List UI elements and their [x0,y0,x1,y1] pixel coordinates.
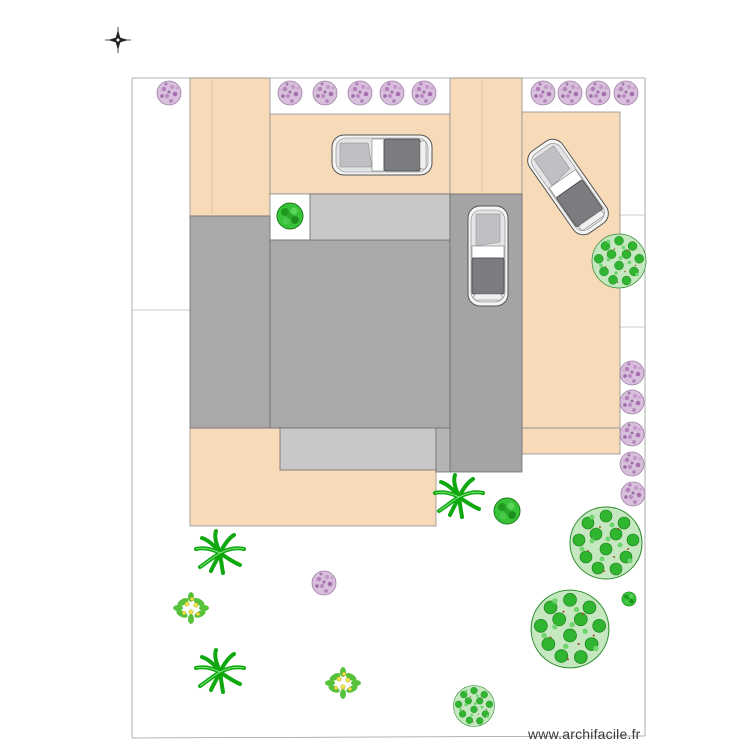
roof-south-step [435,427,451,473]
round-shrub-icon [613,80,639,106]
flowering-bush-icon [172,591,210,625]
north-compass-icon [105,27,131,53]
terrace-east-south [521,427,621,455]
round-shrub-icon [379,80,405,106]
round-shrub-icon [621,591,637,607]
round-shrub-icon [620,481,646,507]
round-shrub-icon [493,497,521,525]
terrace-west-strip [189,77,271,217]
round-shrub-icon [619,360,645,386]
roof-south-annex [279,427,437,471]
round-shrub-icon [619,421,645,447]
round-shrub-icon [530,80,556,106]
car-icon [467,205,509,307]
watermark-text: www.archifacile.fr [528,726,641,742]
tree-icon [530,589,610,669]
tree-icon [453,685,495,727]
round-shrub-icon [311,570,337,596]
roof-main [269,239,451,429]
tree-icon [569,506,643,580]
round-shrub-icon [312,80,338,106]
round-shrub-icon [276,202,304,230]
roof-north-annex [309,193,451,241]
tree-icon [591,233,647,289]
round-shrub-icon [411,80,437,106]
round-shrub-icon [557,80,583,106]
round-shrub-icon [585,80,611,106]
flowering-bush-icon [324,666,362,700]
car-icon [331,134,433,176]
palm-icon [194,648,246,694]
round-shrub-icon [156,80,182,106]
roof-west-wing [189,215,271,429]
palm-icon [194,529,246,575]
round-shrub-icon [619,389,645,415]
round-shrub-icon [347,80,373,106]
round-shrub-icon [619,451,645,477]
palm-icon [433,473,485,519]
terrace-east-strip [449,77,523,195]
round-shrub-icon [277,80,303,106]
